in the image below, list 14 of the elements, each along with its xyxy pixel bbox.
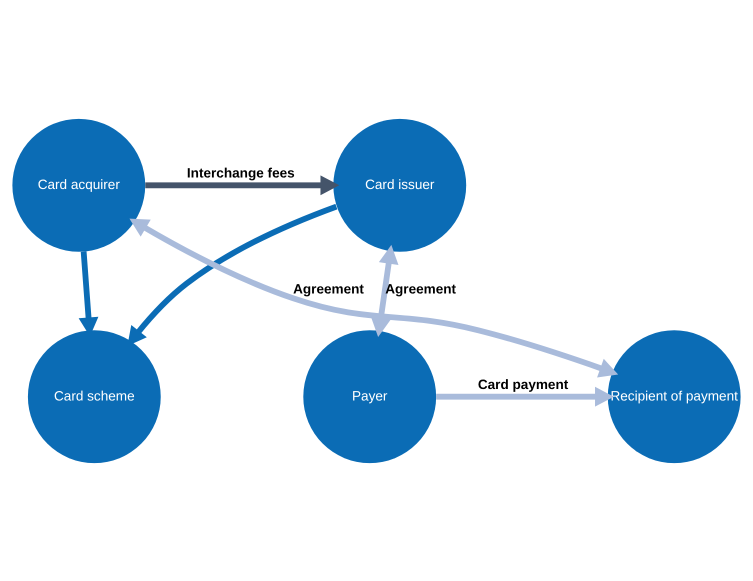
edge-label: Interchange fees xyxy=(186,165,295,180)
edge-label: Agreement xyxy=(293,281,364,296)
arrow xyxy=(371,244,398,337)
arrow xyxy=(145,174,340,195)
edge-label: Card payment xyxy=(478,376,568,392)
node-circle: Card issuer xyxy=(333,118,466,252)
arrow xyxy=(127,203,338,346)
node-circle: Recipient of payment xyxy=(608,330,741,463)
node-circle: Card scheme xyxy=(28,330,161,463)
node-circle: Card acquirer xyxy=(12,118,146,252)
node-circle: Payer xyxy=(303,330,436,463)
arrow xyxy=(436,386,614,406)
edge-label: Agreement xyxy=(385,281,456,296)
arrow xyxy=(129,218,618,377)
